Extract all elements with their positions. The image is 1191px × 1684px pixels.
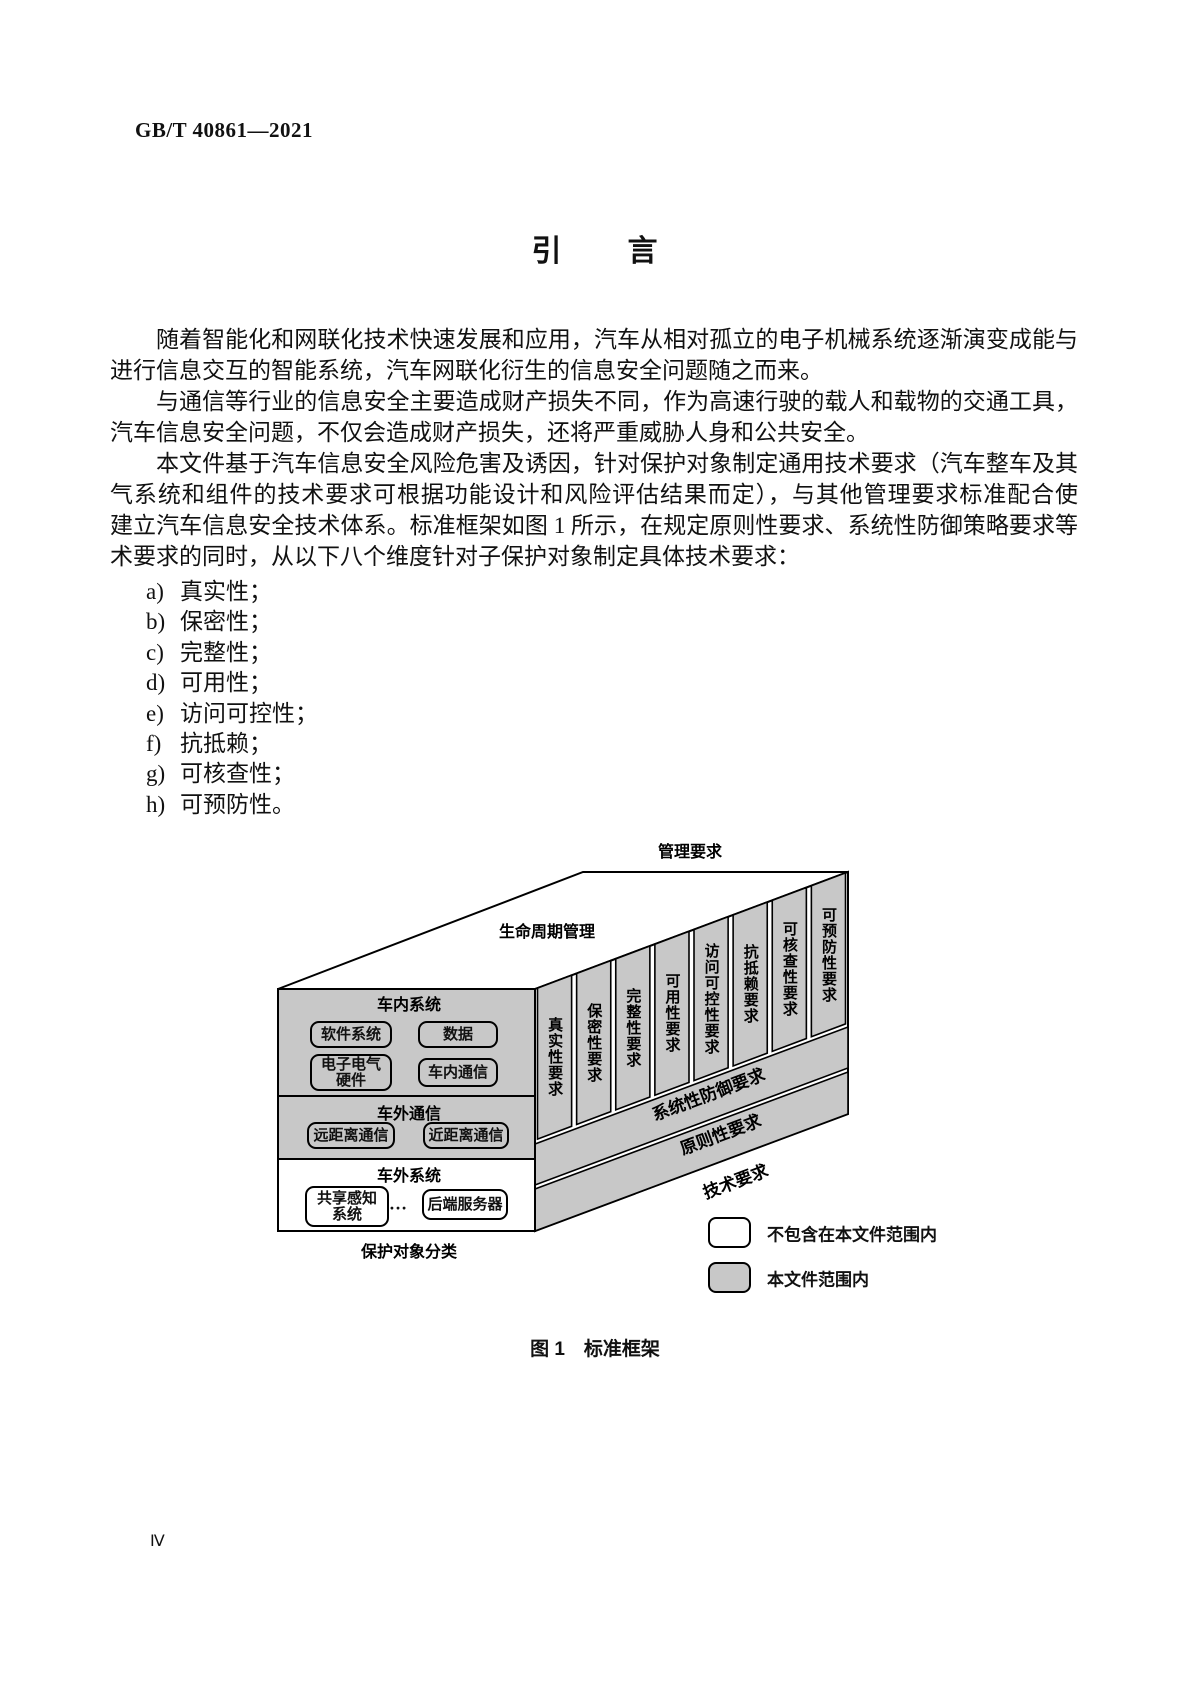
requirement-slat (536, 974, 573, 1141)
requirement-slat (614, 944, 651, 1111)
long-range-comm-box: 远距离通信 (307, 1122, 395, 1149)
list-item-marker: c) (146, 639, 164, 665)
legend-out-of-scope-swatch (708, 1217, 751, 1248)
introduction-text: 随着智能化和网联化技术快速发展和应用，汽车从相对孤立的电子机械系统逐渐演变成能与… (110, 324, 1078, 572)
list-item-marker: b) (146, 609, 166, 635)
list-item: f) 抗抵赖； (110, 729, 1078, 759)
list-item-text: 访问可控性； (180, 700, 318, 726)
page-title: 引 言 (531, 235, 660, 268)
requirement-slat (810, 871, 847, 1038)
requirement-slat (771, 886, 808, 1053)
legend-out-of-scope-label: 不包含在本文件范围内 (767, 1225, 937, 1245)
list-item: h) 可预防性。 (110, 790, 1078, 820)
framework-diagram: 管理要求 生命周期管理 保护对象分类 系统性防御要求 原则性要求 技术要求 车内… (240, 790, 980, 1310)
requirement-slat-label: 可核查性要求 (780, 921, 797, 1018)
page-number: Ⅳ (150, 1533, 165, 1550)
requirement-slat-label: 真实性要求 (546, 1017, 563, 1098)
requirement-slat-label: 抗抵赖要求 (741, 944, 758, 1025)
in-vehicle-system-title: 车内系统 (376, 997, 442, 1014)
figure-caption: 图 1 标准框架 (530, 1339, 660, 1360)
legend-in-scope-swatch (708, 1262, 751, 1293)
protection-object-classes-label: 保护对象分类 (360, 1244, 458, 1261)
external-comm-title: 车外通信 (376, 1106, 442, 1123)
standard-number: GB/T 40861—2021 (135, 118, 314, 142)
management-requirements-label: 管理要求 (657, 844, 723, 861)
framework-diagram-canvas (277, 870, 849, 1233)
paragraph-line: 汽车信息安全问题，不仅会造成财产损失，还将严重威胁人身和公共安全。 (110, 420, 869, 445)
paragraph-line: 气系统和组件的技术要求可根据功能设计和风险评估结果而定），与其他管理要求标准配合… (110, 482, 1078, 507)
dimension-list: a) 真实性； b) 保密性； c) 完整性； d) 可用性； e) 访问可控性； f) 抗抵赖； g)… (110, 577, 1078, 820)
software-system-box: 软件系统 (310, 1021, 392, 1048)
requirement-slat-label: 可预防性要求 (819, 906, 836, 1003)
paragraph-line: 本文件基于汽车信息安全风险危害及诱因，针对保护对象制定通用技术要求（汽车整车及其… (156, 451, 1078, 476)
requirement-slat-label: 保密性要求 (585, 1002, 602, 1083)
list-item-text: 真实性； (180, 579, 272, 604)
list-item: a) 真实性； (110, 577, 1078, 607)
list-item-text: 可预防性。 (180, 791, 295, 817)
list-item-text: 抗抵赖； (180, 730, 272, 756)
requirement-slat-label: 访问可控性要求 (702, 942, 719, 1055)
list-item: e) 访问可控性； (110, 699, 1078, 729)
in-vehicle-comm-box: 车内通信 (418, 1058, 498, 1087)
list-item-marker: a) (146, 579, 164, 604)
requirement-slat (732, 901, 769, 1068)
list-item-text: 可用性； (180, 670, 272, 696)
list-item: g) 可核查性； (110, 759, 1078, 789)
list-item-marker: e) (146, 700, 164, 726)
list-item: c) 完整性； (110, 638, 1078, 668)
ellipsis-mark: … (389, 1193, 407, 1214)
data-box: 数据 (418, 1021, 498, 1048)
list-item-marker: d) (146, 670, 166, 696)
list-item: b) 保密性； (110, 607, 1078, 637)
list-item-marker: g) (146, 761, 166, 787)
external-system-title: 车外系统 (376, 1168, 442, 1185)
requirement-slat-label: 可用性要求 (663, 973, 680, 1054)
ee-hardware-box: 电子电气硬件 (310, 1054, 392, 1091)
paragraph-line: 术要求的同时，从以下八个维度针对子保护对象制定具体技术要求： (110, 544, 800, 569)
requirement-slat-label: 完整性要求 (624, 987, 641, 1068)
list-item: d) 可用性； (110, 668, 1078, 698)
list-item-text: 保密性； (180, 609, 272, 635)
lifecycle-management-label: 生命周期管理 (498, 924, 596, 941)
legend-in-scope-label: 本文件范围内 (767, 1270, 869, 1290)
paragraph-line: 进行信息交互的智能系统，汽车网联化衍生的信息安全问题随之而来。 (110, 358, 823, 383)
short-range-comm-box: 近距离通信 (423, 1122, 509, 1149)
list-item-text: 可核查性； (180, 761, 295, 787)
list-item-marker: h) (146, 791, 166, 817)
requirement-slat (654, 930, 690, 1097)
requirement-slat (575, 959, 612, 1126)
shared-sensing-box: 共享感知系统 (305, 1186, 389, 1227)
paragraph-line: 建立汽车信息安全技术体系。标准框架如图 1 所示，在规定原则性要求、系统性防御策… (110, 513, 1078, 538)
backend-server-box: 后端服务器 (422, 1189, 508, 1220)
paragraph-line: 随着智能化和网联化技术快速发展和应用，汽车从相对孤立的电子机械系统逐渐演变成能与… (156, 327, 1078, 352)
requirement-slat (693, 915, 729, 1082)
list-item-text: 完整性； (180, 639, 272, 665)
list-item-marker: f) (146, 730, 162, 756)
paragraph-line: 与通信等行业的信息安全主要造成财产损失不同，作为高速行驶的载人和载物的交通工具，… (156, 389, 1078, 414)
